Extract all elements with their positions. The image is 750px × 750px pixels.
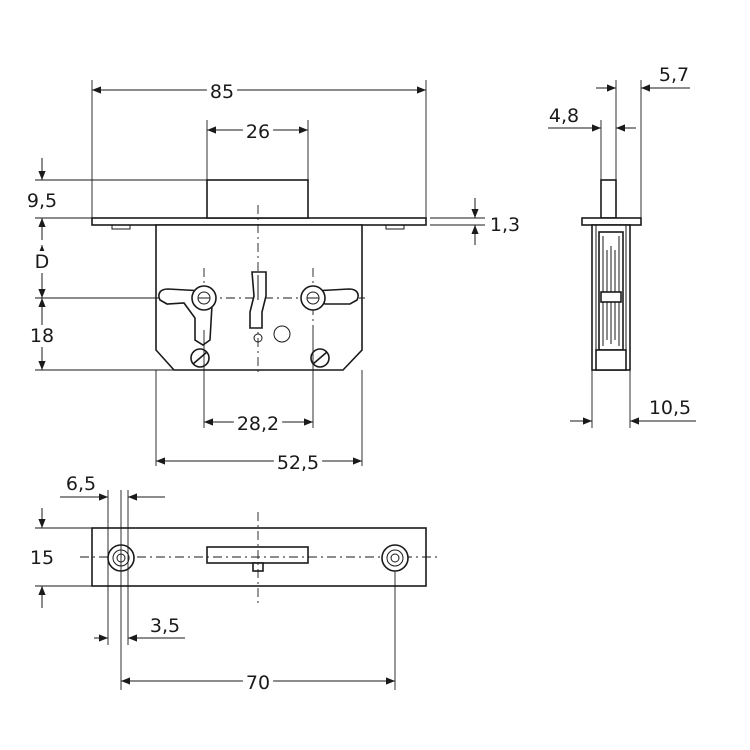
label-mask xyxy=(655,64,693,86)
label-mask xyxy=(23,190,61,212)
label-mask xyxy=(233,413,283,435)
label-10-5: 10,5 xyxy=(649,397,691,419)
label-mask xyxy=(645,397,695,419)
lever-left xyxy=(158,285,217,346)
faceplate-lug-left xyxy=(111,225,131,230)
label-mask xyxy=(486,214,524,236)
label-mask xyxy=(273,452,323,474)
label-28-2: 28,2 xyxy=(237,413,279,435)
mounting-hole-right xyxy=(381,544,409,572)
label-mask xyxy=(242,672,274,694)
front-view: 85 26 9,5 D 18 1,3 28,2 52,5 xyxy=(23,80,524,474)
side-bolt xyxy=(600,179,617,219)
label-3-5: 3,5 xyxy=(150,615,180,637)
label-9-5: 9,5 xyxy=(27,190,57,212)
label-mask xyxy=(31,251,53,273)
label-d: D xyxy=(35,251,50,273)
faceplate xyxy=(91,217,427,226)
label-6-5: 6,5 xyxy=(66,473,96,495)
label-mask xyxy=(146,615,184,637)
lever-right xyxy=(300,285,359,311)
label-mask xyxy=(545,105,583,127)
screw-right xyxy=(310,348,330,368)
label-mask xyxy=(62,473,100,495)
side-faceplate xyxy=(581,217,642,226)
bolt xyxy=(206,179,309,219)
label-mask xyxy=(206,81,238,103)
label-70: 70 xyxy=(246,672,270,694)
label-5-7: 5,7 xyxy=(659,64,689,86)
side-mechanism xyxy=(595,231,627,371)
keyhole xyxy=(249,271,291,343)
bolt-slot xyxy=(206,546,309,564)
screw-left xyxy=(190,348,210,368)
label-15: 15 xyxy=(30,547,54,569)
bottom-view: 6,5 15 3,5 70 xyxy=(26,473,440,694)
label-52-5: 52,5 xyxy=(277,452,319,474)
label-mask xyxy=(242,121,274,143)
label-mask xyxy=(26,325,58,347)
label-85: 85 xyxy=(210,81,234,103)
label-4-8: 4,8 xyxy=(549,105,579,127)
faceplate-lug-right xyxy=(385,225,405,230)
label-18: 18 xyxy=(30,325,54,347)
label-mask xyxy=(26,547,58,569)
label-1-3: 1,3 xyxy=(490,214,520,236)
label-26: 26 xyxy=(246,121,270,143)
side-view: 4,8 5,7 10,5 xyxy=(545,64,696,428)
